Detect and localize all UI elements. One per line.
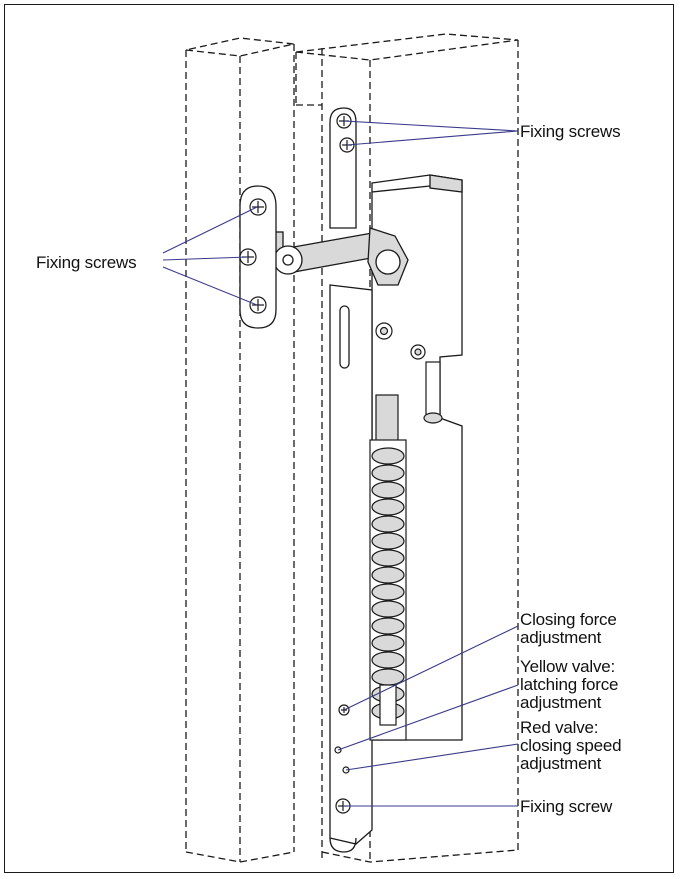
spring-coil xyxy=(371,634,405,652)
screw-left-3-icon xyxy=(249,296,267,314)
leader-left-2 xyxy=(162,256,249,261)
screw-left-1-icon xyxy=(249,198,267,216)
valve-cylinder xyxy=(375,322,443,424)
label-red-valve-2: closing speed xyxy=(520,736,621,755)
left-frame-post xyxy=(185,37,295,863)
label-fixing-screws-left: Fixing screws xyxy=(36,253,136,272)
closer-arm xyxy=(254,227,409,286)
leader-yellow-valve xyxy=(337,684,519,751)
label-yellow-valve-2: latching force xyxy=(520,675,618,694)
spring-coil xyxy=(371,617,405,635)
spring-coil xyxy=(371,447,405,465)
label-closing-force-1: Closing force xyxy=(520,610,617,629)
spring-coil xyxy=(371,498,405,516)
leader-top-1 xyxy=(343,120,519,132)
spring-coil xyxy=(371,668,405,686)
spring-assembly xyxy=(369,394,407,741)
left-bracket-plate xyxy=(239,185,277,329)
leader-left-1 xyxy=(162,206,258,254)
label-yellow-valve-3: adjustment xyxy=(520,693,602,712)
spring-coil xyxy=(371,464,405,482)
label-closing-force-2: adjustment xyxy=(520,628,602,647)
spring-coil xyxy=(371,651,405,669)
spring-coil xyxy=(371,600,405,618)
spring-coil xyxy=(371,481,405,499)
leader-top-2 xyxy=(346,130,519,146)
spring-coil xyxy=(371,549,405,567)
leader-red-valve xyxy=(345,743,519,771)
diagram-frame xyxy=(4,4,674,873)
leader-closing-force xyxy=(343,625,519,711)
spring-coil xyxy=(371,583,405,601)
label-red-valve-1: Red valve: xyxy=(520,718,598,737)
callout-labels: Fixing screws Fixing screws Closing forc… xyxy=(36,122,622,816)
spring-coil xyxy=(371,566,405,584)
mounting-rail xyxy=(329,107,373,853)
label-fixing-screw-bottom: Fixing screw xyxy=(520,797,613,816)
spring-coil xyxy=(371,515,405,533)
leader-lines xyxy=(162,120,519,807)
label-red-valve-3: adjustment xyxy=(520,754,602,773)
label-yellow-valve-1: Yellow valve: xyxy=(520,657,615,676)
leader-left-3 xyxy=(162,266,258,306)
spring-coil xyxy=(371,532,405,550)
label-fixing-screws-top: Fixing screws xyxy=(520,122,620,141)
